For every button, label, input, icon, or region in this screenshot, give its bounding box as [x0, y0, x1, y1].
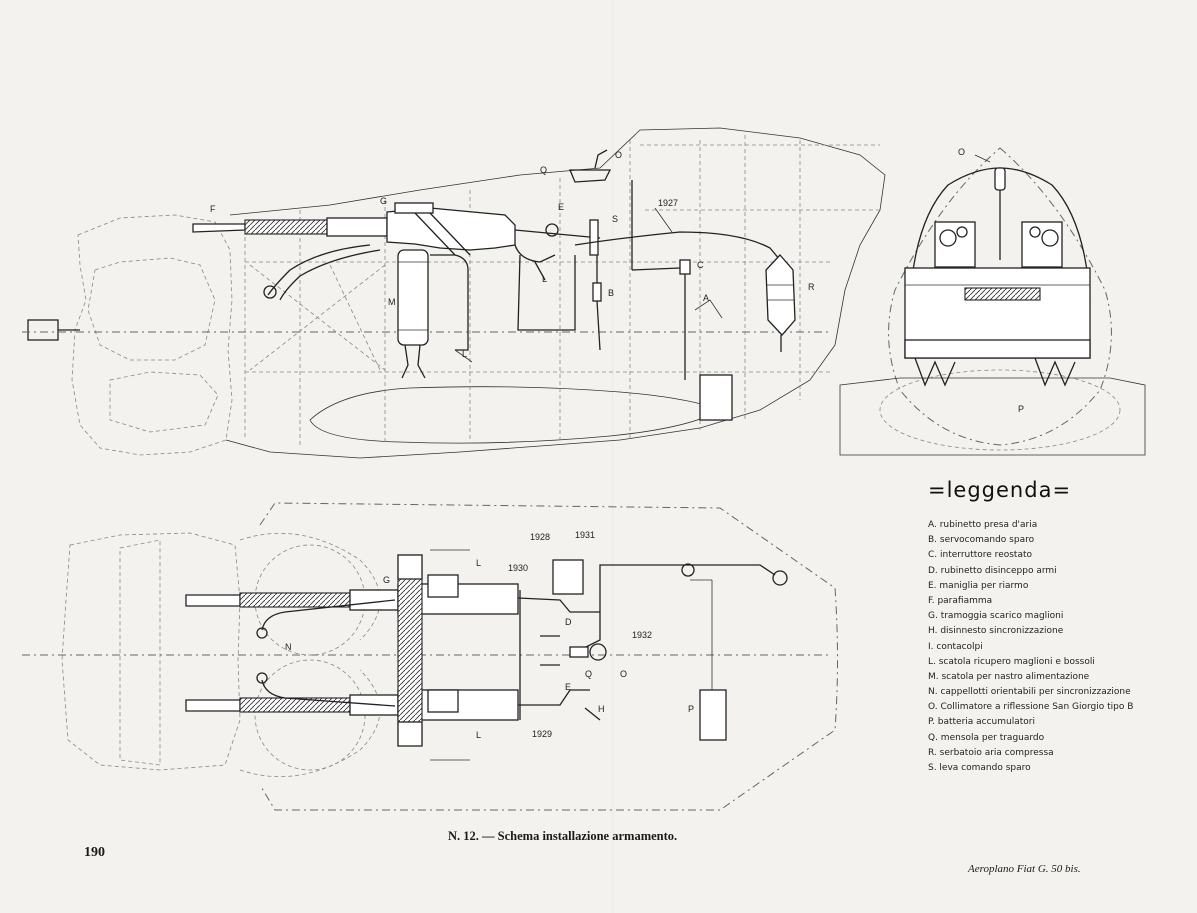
- propeller-hub: [27, 319, 59, 341]
- legend-item-d: D. rubinetto disinceppo armi: [928, 565, 1057, 576]
- plan-fuselage-outline: [259, 502, 838, 811]
- legend: =leggenda= A. rubinetto presa d'aria B. …: [928, 478, 1188, 776]
- plan-lower-gun-barrel: [185, 699, 241, 712]
- plan-view: 1928 1931 1930 1932 1929 G L L N D Q O E…: [22, 502, 838, 811]
- plan-label-l-top: L: [476, 558, 481, 568]
- plan-air-lines: [517, 564, 700, 706]
- engine-outline: [71, 214, 233, 456]
- label-f: F: [210, 204, 216, 214]
- wing-root-airfoil: [309, 386, 721, 444]
- legend-item-q: Q. mensola per traguardo: [928, 732, 1045, 743]
- feed-chute: [267, 244, 371, 296]
- plan-upper-gun-barrel: [185, 594, 241, 607]
- legend-item-h: H. disinnesto sincronizzazione: [928, 626, 1064, 637]
- plan-label-1928: 1928: [530, 532, 550, 542]
- legend-item-f: F. parafiamma: [928, 595, 993, 606]
- legend-item-n: N. cappellotti orientabili per sincroniz…: [928, 687, 1131, 698]
- label-l-2: L: [542, 274, 547, 284]
- legend-item-r: R. serbatoio aria compressa: [928, 747, 1054, 758]
- label-r: R: [808, 282, 815, 292]
- plan-label-l-bottom: L: [476, 730, 481, 740]
- front-fuselage-section: [888, 147, 1112, 446]
- plan-label-1931: 1931: [575, 530, 595, 540]
- rheostat-switch: [679, 259, 691, 275]
- plan-label-n: N: [285, 642, 292, 652]
- reflector-sight: [569, 169, 612, 183]
- label-q: Q: [540, 165, 547, 175]
- legend-item-e: E. maniglia per riarmo: [928, 580, 1029, 591]
- label-l: L: [462, 349, 467, 359]
- plan-label-d: D: [565, 617, 572, 627]
- label-m: M: [388, 297, 396, 307]
- legend-item-m: M. scatola per nastro alimentazione: [928, 671, 1090, 682]
- front-label-o: O: [958, 147, 965, 157]
- barrel-cooling-jacket: [244, 219, 328, 235]
- figure-caption: N. 12. — Schema installazione armamento.: [448, 829, 678, 843]
- plan-label-1929: 1929: [532, 729, 552, 739]
- label-1927: 1927: [658, 198, 678, 208]
- plan-battery: [699, 689, 727, 741]
- plan-sight: [589, 643, 607, 661]
- battery: [699, 374, 733, 421]
- legend-title: =leggenda=: [928, 478, 1072, 502]
- legend-item-i: I. contacolpi: [928, 641, 983, 652]
- page-number: 190: [84, 845, 105, 860]
- plan-ammunition-stack: [397, 554, 423, 746]
- front-gun-right: [1021, 221, 1063, 268]
- label-g: G: [380, 196, 387, 206]
- label-e: E: [558, 202, 564, 212]
- label-a: A: [703, 293, 709, 303]
- plan-label-e: E: [565, 682, 571, 692]
- compressed-air-tank: [765, 254, 796, 336]
- firing-servo: [592, 282, 602, 302]
- side-view: Q O G E S 1927 F C B A R M L L: [22, 127, 886, 459]
- plan-label-p: P: [688, 704, 694, 714]
- plan-label-q: Q: [585, 669, 592, 679]
- plan-label-g: G: [383, 575, 390, 585]
- front-label-p: P: [1018, 404, 1024, 414]
- front-gun-left: [934, 221, 976, 268]
- label-b: B: [608, 288, 614, 298]
- casing-recovery-box: [430, 254, 469, 351]
- legend-item-s: S. leva comando sparo: [928, 763, 1031, 773]
- plan-junction-box: [552, 559, 584, 595]
- machine-gun-receiver: [386, 207, 516, 251]
- legend-item-o: O. Collimatore a riflessione San Giorgio…: [928, 702, 1134, 713]
- ammunition-box: [397, 249, 429, 346]
- legend-item-a: A. rubinetto presa d'aria: [928, 520, 1038, 530]
- fuselage-outline: [229, 127, 886, 346]
- running-footer: Aeroplano Fiat G. 50 bis.: [968, 863, 1081, 875]
- legend-item-p: P. batteria accumulatori: [928, 717, 1035, 728]
- air-line-1927: [574, 231, 781, 261]
- label-o: O: [615, 150, 622, 160]
- front-sight: [994, 167, 1006, 191]
- plan-label-h: H: [598, 704, 605, 714]
- front-view: O P: [839, 147, 1146, 456]
- legend-list: A. rubinetto presa d'aria B. servocomand…: [928, 518, 1188, 776]
- plan-engine-outline: [61, 532, 241, 771]
- plan-label-1932: 1932: [632, 630, 652, 640]
- machine-gun-barrel: [192, 223, 246, 233]
- legend-item-b: B. servocomando sparo: [928, 535, 1035, 546]
- label-c: C: [697, 260, 704, 270]
- plan-label-1930: 1930: [508, 563, 528, 573]
- legend-item-c: C. interruttore reostato: [928, 550, 1033, 561]
- page-fold: [612, 0, 614, 913]
- plan-label-o: O: [620, 669, 627, 679]
- label-s: S: [612, 214, 618, 224]
- legend-item-g: G. tramoggia scarico maglioni: [928, 611, 1064, 622]
- legend-item-l: L. scatola ricupero maglioni e bossoli: [928, 656, 1095, 667]
